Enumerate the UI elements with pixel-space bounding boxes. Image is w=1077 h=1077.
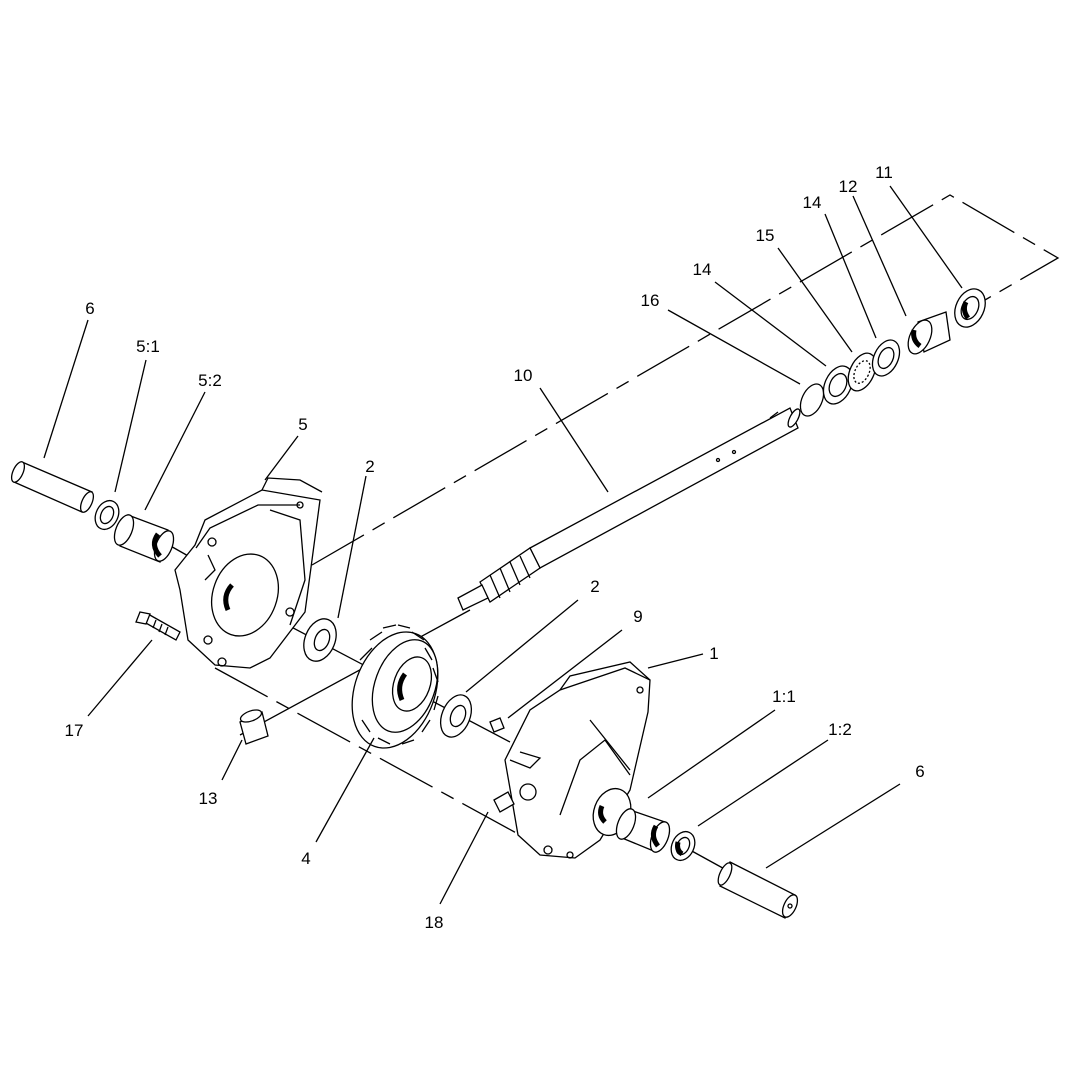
part-2-thrust-washer-lower [439,694,473,738]
callout-18: 18 [425,913,444,932]
part-5-2-bushing [113,514,175,563]
part-6-pin-right [717,861,799,919]
part-9-woodruff-key [489,717,505,733]
callout-4: 4 [301,849,310,868]
callout-6-lower: 6 [915,762,924,781]
callout-16: 16 [641,291,660,310]
part-16-snap-ring [799,383,825,417]
part-6-pin-left [10,461,95,513]
part-13-key [239,709,269,745]
callout-12: 12 [839,177,858,196]
part-5-gear-case-left [174,477,323,669]
part-14-washer-b [871,339,901,377]
part-14-washer-a [822,365,854,405]
callout-14-a: 14 [693,260,712,279]
leader-lines [43,185,963,905]
part-15-thrust-bearing [847,352,877,392]
callout-14-b: 14 [803,193,822,212]
callout-5: 5 [298,415,307,434]
callout-17: 17 [65,721,84,740]
callout-1-2: 1:2 [828,720,852,739]
callout-2-lower: 2 [590,577,599,596]
callout-13: 13 [199,789,218,808]
part-1-1-bushing [615,808,671,853]
part-2-thrust-washer-upper [303,618,337,662]
callout-5-2: 5:2 [198,371,222,390]
callout-2-upper: 2 [365,457,374,476]
part-10-worm-shaft [457,407,801,611]
callout-15: 15 [756,226,775,245]
callout-1-1: 1:1 [772,687,796,706]
callout-11: 11 [875,163,893,182]
callout-9: 9 [633,607,642,626]
callout-5-1: 5:1 [136,337,160,356]
part-4-worm-gear [351,624,439,749]
part-17-bolt [135,611,181,641]
part-12-flange-bushing [907,311,951,355]
part-18-fitting [493,791,515,813]
callout-1: 1 [709,644,718,663]
part-5-1-washer [94,499,120,531]
part-1-gear-case-right [504,661,651,859]
part-1-2-washer [670,830,696,862]
callout-6-upper: 6 [85,299,94,318]
part-11-seal [954,288,986,328]
callout-labels: 6 5:1 5:2 5 2 10 16 14 15 14 12 11 2 9 1… [65,163,925,932]
callout-10: 10 [514,366,533,385]
